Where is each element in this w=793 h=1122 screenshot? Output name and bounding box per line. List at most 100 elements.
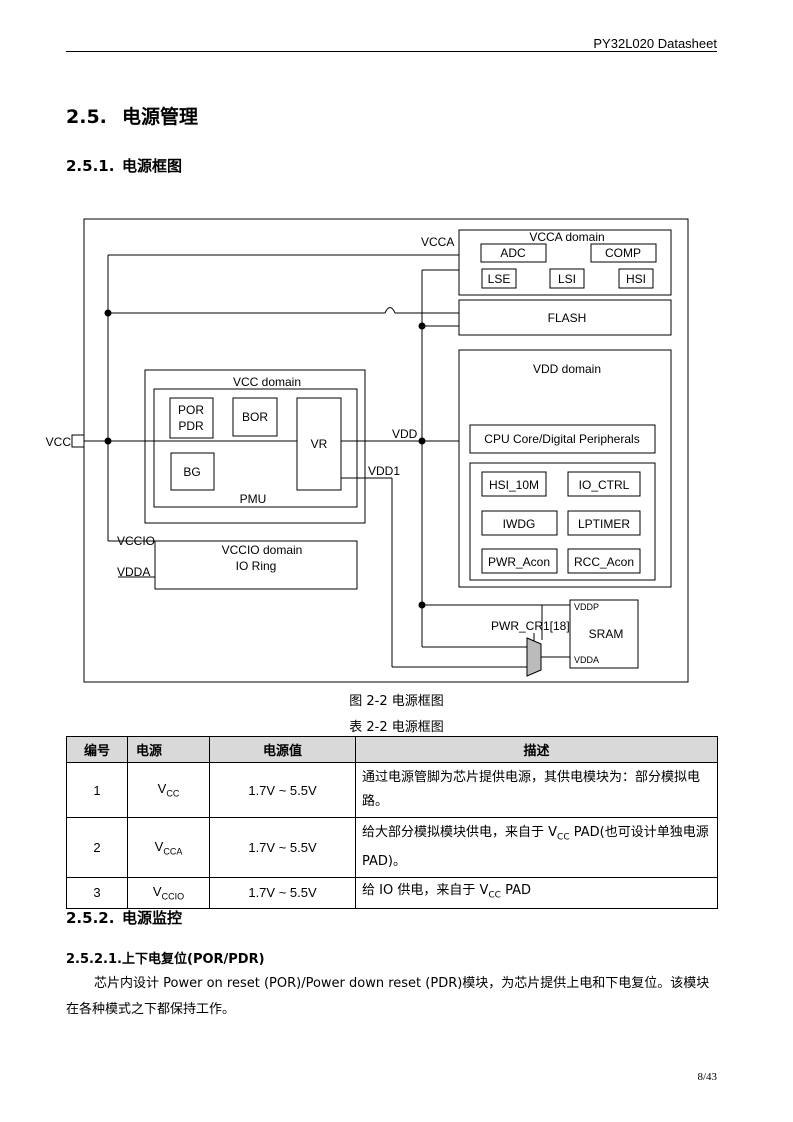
subsection-heading-block-diagram: 2.5.1. 电源框图 xyxy=(66,155,182,176)
cell-supply: VCC xyxy=(127,762,210,818)
subsection-title: 电源监控 xyxy=(122,909,183,927)
subsection-title: 电源框图 xyxy=(122,157,183,175)
power-block-diagram: VCCA domain ADC COMP LSE LSI HSI FLASH V… xyxy=(46,218,689,683)
por-pdr-block xyxy=(169,397,214,439)
vcc-domain-label: VCC domain xyxy=(233,375,301,389)
bg-block xyxy=(170,452,215,491)
table-header-row: 编号 电源 电源值 描述 xyxy=(66,736,718,763)
hsi-label: HSI xyxy=(626,272,646,286)
wires xyxy=(84,254,570,668)
subsection-number: 2.5.2. xyxy=(66,909,115,927)
pdr-label: PDR xyxy=(178,419,204,433)
flash-block xyxy=(458,299,672,336)
io-ctrl-label: IO_CTRL xyxy=(579,478,630,492)
lsi-label: LSI xyxy=(558,272,576,286)
power-supply-table: 编号 电源 电源值 描述 1 VCC 1.7V ~ 5.5V 通过电源管脚为芯片… xyxy=(66,736,718,910)
cpu-core-label: CPU Core/Digital Peripherals xyxy=(484,432,639,446)
cell-supply: VCCA xyxy=(127,817,210,878)
lptimer-block xyxy=(567,510,641,536)
col-header-desc: 描述 xyxy=(355,736,718,763)
bg-label: BG xyxy=(183,465,200,479)
lsi-block xyxy=(549,268,585,289)
pmu-block xyxy=(153,388,358,508)
vcca-domain-block xyxy=(458,229,672,296)
cell-id: 2 xyxy=(66,817,128,878)
cell-value: 1.7V ~ 5.5V xyxy=(209,817,356,878)
document-header-title: PY32L020 Datasheet xyxy=(593,36,717,51)
col-header-supply: 电源 xyxy=(127,736,210,763)
vcc-pin-label: VCC xyxy=(46,435,72,449)
vcca-domain-label: VCCA domain xyxy=(529,230,604,244)
bor-block xyxy=(232,397,278,437)
vcc-pin xyxy=(71,434,85,448)
cpu-core-block xyxy=(469,424,656,454)
power-mux xyxy=(526,637,542,677)
cell-id: 1 xyxy=(66,762,128,818)
vcc-domain-block xyxy=(144,369,366,524)
subsection-number: 2.5.1. xyxy=(66,157,115,175)
cell-value: 1.7V ~ 5.5V xyxy=(209,762,356,818)
vr-label: VR xyxy=(311,437,328,451)
adc-block xyxy=(480,243,547,263)
pwr-acon-label: PWR_Acon xyxy=(488,555,550,569)
table-caption: 表 2-2 电源框图 xyxy=(349,720,444,735)
subsection-heading-power-monitor: 2.5.2. 电源监控 xyxy=(66,907,182,928)
pmu-label: PMU xyxy=(240,492,267,506)
vccio-domain-block xyxy=(154,540,358,590)
table-row: 3 VCCIO 1.7V ~ 5.5V 给 IO 供电，来自于 VCC PAD xyxy=(66,876,718,910)
section-number: 2.5. xyxy=(66,106,107,128)
vdda-net-label: VDDA xyxy=(117,565,150,579)
cell-desc: 给大部分模拟模块供电，来自于 VCC PAD(也可设计单独电源 PAD)。 xyxy=(355,817,718,878)
bor-label: BOR xyxy=(242,410,268,424)
table-row: 1 VCC 1.7V ~ 5.5V 通过电源管脚为芯片提供电源，其供电模块为：部… xyxy=(66,762,718,818)
cell-desc: 给 IO 供电，来自于 VCC PAD xyxy=(355,876,718,910)
pwr-acon-block xyxy=(481,548,558,574)
adc-label: ADC xyxy=(500,246,526,260)
sram-label: SRAM xyxy=(589,627,624,641)
vdd-peripherals-group xyxy=(469,462,656,581)
vdd-domain-label: VDD domain xyxy=(533,362,601,376)
section-heading: 2.5. 电源管理 xyxy=(66,102,198,129)
rcc-acon-label: RCC_Acon xyxy=(574,555,634,569)
col-header-id: 编号 xyxy=(66,736,128,763)
sram-block xyxy=(569,599,639,669)
iwdg-label: IWDG xyxy=(503,517,536,531)
por-label: POR xyxy=(178,403,204,417)
lse-label: LSE xyxy=(488,272,511,286)
vccio-domain-label: VCCIO domain xyxy=(222,543,303,557)
diagram-frame xyxy=(83,218,689,683)
section-title: 电源管理 xyxy=(122,106,199,128)
hsi-10m-label: HSI_10M xyxy=(489,478,539,492)
pwr-cr1-label: PWR_CR1[18] xyxy=(491,619,570,633)
vdd-domain-block xyxy=(458,349,672,588)
rcc-acon-block xyxy=(567,548,641,574)
junctions xyxy=(104,309,426,609)
cell-value: 1.7V ~ 5.5V xyxy=(209,876,356,910)
io-ctrl-block xyxy=(567,471,641,497)
header-rule xyxy=(66,51,717,52)
por-pdr-paragraph: 芯片内设计 Power on reset (POR)/Power down re… xyxy=(66,976,710,1017)
vdd-net-label: VDD xyxy=(392,427,418,441)
subsubsection-title: 上下电复位(POR/PDR) xyxy=(122,952,265,967)
vdd1-net-label: VDD1 xyxy=(368,464,400,478)
hsi-block xyxy=(618,268,654,289)
subsubsection-number: 2.5.2.1. xyxy=(66,952,122,967)
comp-label: COMP xyxy=(605,246,641,260)
subsubsection-heading-por-pdr: 2.5.2.1.上下电复位(POR/PDR) xyxy=(66,948,265,967)
hsi-10m-block xyxy=(481,471,547,497)
table-row: 2 VCCA 1.7V ~ 5.5V 给大部分模拟模块供电，来自于 VCC PA… xyxy=(66,817,718,878)
vccio-net-label: VCCIO xyxy=(117,534,155,548)
iwdg-block xyxy=(481,510,558,536)
vcca-net-label: VCCA xyxy=(421,235,454,249)
io-ring-label: IO Ring xyxy=(236,559,277,573)
sram-vdda-label: VDDA xyxy=(574,655,599,665)
vddp-label: VDDP xyxy=(574,602,599,612)
lse-block xyxy=(481,268,517,289)
vr-block xyxy=(296,397,342,491)
cell-id: 3 xyxy=(66,876,128,910)
cell-supply: VCCIO xyxy=(127,876,210,910)
comp-block xyxy=(590,243,657,263)
page-number: 8/43 xyxy=(697,1071,717,1083)
flash-label: FLASH xyxy=(548,311,587,325)
lptimer-label: LPTIMER xyxy=(578,517,630,531)
